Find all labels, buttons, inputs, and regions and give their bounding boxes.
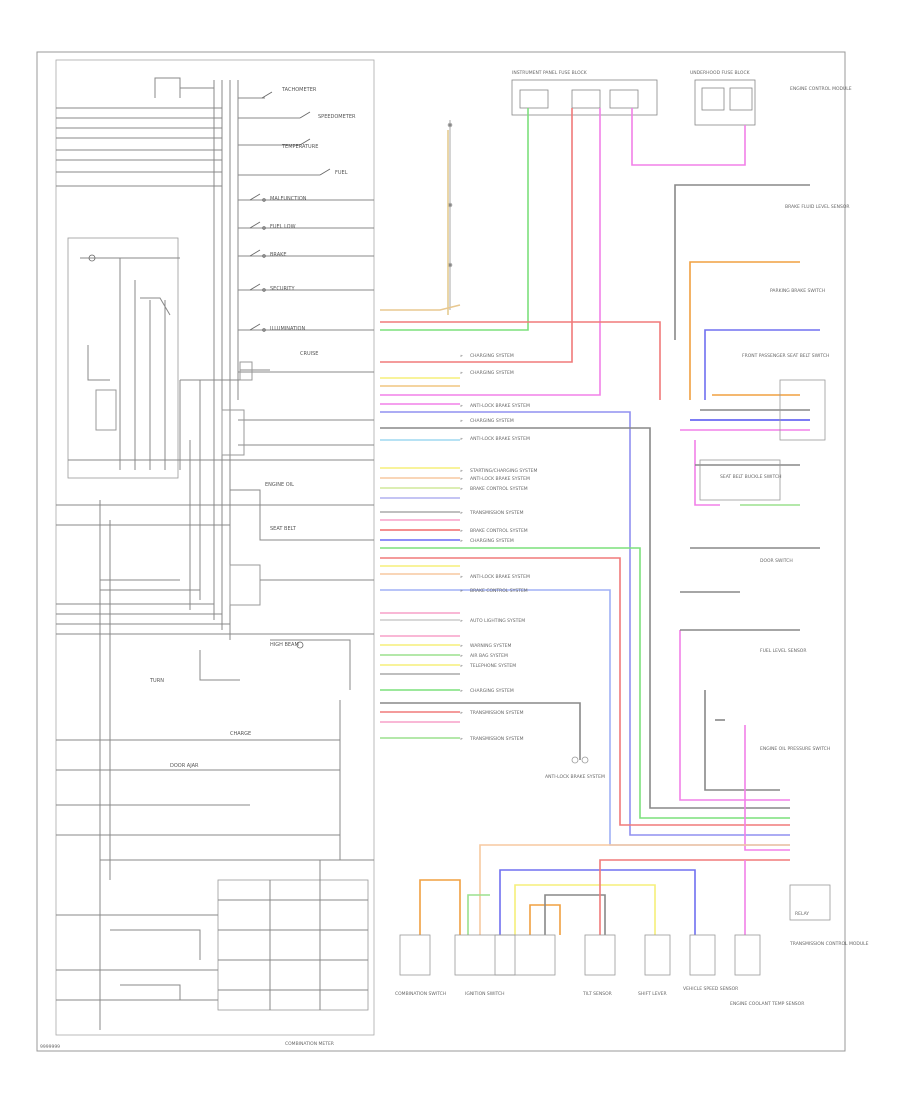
system-label: WARNING SYSTEM bbox=[470, 643, 511, 649]
system-arrow-icon: » bbox=[460, 404, 463, 409]
gauge-label-tachometer: TACHOMETER bbox=[281, 87, 317, 93]
indicator-label-brake: BRAKE bbox=[270, 252, 287, 258]
indicator-label-security: SECURITY bbox=[270, 286, 295, 292]
system-label: CHARGING SYSTEM bbox=[470, 418, 514, 424]
footer-center: COMBINATION METER bbox=[285, 1041, 334, 1047]
system-arrow-icon: » bbox=[460, 619, 463, 624]
label-ignition-switch: IGNITION SWITCH bbox=[465, 991, 505, 997]
system-label: TRANSMISSION SYSTEM bbox=[469, 736, 524, 742]
top-labels: INSTRUMENT PANEL FUSE BLOCK UNDERHOOD FU… bbox=[512, 70, 852, 92]
system-arrow-icon: » bbox=[460, 664, 463, 669]
label-door-switch: DOOR SWITCH bbox=[760, 558, 793, 564]
system-arrow-icon: » bbox=[460, 737, 463, 742]
system-arrow-icon: » bbox=[460, 644, 463, 649]
system-label: ANTI-LOCK BRAKE SYSTEM bbox=[470, 574, 530, 580]
meter-labels: TACHOMETER SPEEDOMETER TEMPERATURE FUEL … bbox=[40, 87, 356, 1050]
system-label: CHARGING SYSTEM bbox=[470, 353, 514, 359]
indicator-label-fuel-low: FUEL LOW bbox=[270, 224, 296, 230]
gauge-label-temperature: TEMPERATURE bbox=[281, 144, 318, 150]
indicator-label-high-beam: HIGH BEAM bbox=[270, 642, 299, 648]
colored-wires bbox=[380, 108, 820, 935]
system-arrow-icon: » bbox=[460, 575, 463, 580]
indicator-label-door-ajar: DOOR AJAR bbox=[170, 763, 199, 769]
label-transmission-control-module: TRANSMISSION CONTROL MODULE bbox=[789, 941, 869, 947]
system-arrow-icon: » bbox=[460, 689, 463, 694]
label-combination-switch: COMBINATION SWITCH bbox=[395, 991, 446, 997]
system-arrow-icon: » bbox=[460, 589, 463, 594]
label-warning: ANTI-LOCK BRAKE SYSTEM bbox=[545, 774, 605, 780]
system-arrow-icon: » bbox=[460, 437, 463, 442]
label-engine-control-module: ENGINE CONTROL MODULE bbox=[790, 86, 852, 92]
label-front-passenger-seat-belt-switch: FRONT PASSENGER SEAT BELT SWITCH bbox=[742, 353, 829, 359]
label-instrument-panel-fuse-block: INSTRUMENT PANEL FUSE BLOCK bbox=[512, 70, 588, 76]
indicator-label-illumination: ILLUMINATION bbox=[270, 326, 305, 332]
outer-border bbox=[36, 51, 846, 1052]
system-label: BRAKE CONTROL SYSTEM bbox=[470, 588, 528, 594]
indicator-label-seat-belt: SEAT BELT bbox=[270, 526, 297, 532]
system-label: TRANSMISSION SYSTEM bbox=[469, 710, 524, 716]
indicator-label-turn: TURN bbox=[149, 678, 164, 684]
system-label: AUTO LIGHTING SYSTEM bbox=[470, 618, 525, 624]
system-label: BRAKE CONTROL SYSTEM bbox=[470, 528, 528, 534]
label-tilt-sensor: TILT SENSOR bbox=[582, 991, 612, 997]
system-arrow-icon: » bbox=[460, 419, 463, 424]
system-label: TELEPHONE SYSTEM bbox=[469, 663, 516, 669]
label-vehicle-speed-sensor: VEHICLE SPEED SENSOR bbox=[683, 986, 738, 992]
label-fuel-level-sensor: FUEL LEVEL SENSOR bbox=[760, 648, 806, 654]
label-engine-oil-pressure-switch: ENGINE OIL PRESSURE SWITCH bbox=[760, 746, 830, 752]
label-shift-lever: SHIFT LEVER bbox=[638, 991, 667, 997]
indicator-label-engine-oil: ENGINE OIL bbox=[265, 482, 294, 488]
system-arrow-icon: » bbox=[460, 487, 463, 492]
system-label: ANTI-LOCK BRAKE SYSTEM bbox=[470, 436, 530, 442]
system-label: ANTI-LOCK BRAKE SYSTEM bbox=[470, 476, 530, 482]
ignition-chain bbox=[447, 120, 453, 310]
meter-internal-wiring bbox=[56, 77, 374, 1030]
system-arrow-icon: » bbox=[460, 511, 463, 516]
label-brake-fluid-level-sensor: BRAKE FLUID LEVEL SENSOR bbox=[785, 204, 850, 210]
label-seat-belt-buckle-switch: SEAT BELT BUCKLE SWITCH bbox=[720, 474, 782, 480]
system-arrow-icon: » bbox=[460, 539, 463, 544]
top-fuse-blocks bbox=[511, 79, 756, 126]
label-engine-coolant-temp-sensor: ENGINE COOLANT TEMP SENSOR bbox=[730, 1001, 804, 1007]
system-arrow-icon: » bbox=[460, 654, 463, 659]
indicator-label-malfunction: MALFUNCTION bbox=[270, 196, 307, 202]
system-arrow-icon: » bbox=[460, 354, 463, 359]
system-label: TRANSMISSION SYSTEM bbox=[469, 510, 524, 516]
system-labels: » CHARGING SYSTEM » CHARGING SYSTEM » ANTI-LO… bbox=[460, 353, 537, 742]
gauge-label-fuel: FUEL bbox=[335, 170, 348, 176]
label-relay: RELAY bbox=[795, 911, 809, 917]
system-arrow-icon: » bbox=[460, 469, 463, 474]
indicator-label-charge: CHARGE bbox=[230, 731, 251, 737]
system-arrow-icon: » bbox=[460, 477, 463, 482]
indicator-label-cruise: CRUISE bbox=[300, 351, 318, 357]
system-label: STARTING/CHARGING SYSTEM bbox=[470, 468, 537, 474]
system-label: CHARGING SYSTEM bbox=[470, 370, 514, 376]
footer-left: 9999999 bbox=[40, 1044, 60, 1050]
system-label: ANTI-LOCK BRAKE SYSTEM bbox=[470, 403, 530, 409]
system-arrow-icon: » bbox=[460, 711, 463, 716]
combination-meter-box bbox=[55, 59, 375, 1036]
right-labels: BRAKE FLUID LEVEL SENSOR PARKING BRAKE S… bbox=[545, 204, 869, 947]
system-arrow-icon: » bbox=[460, 529, 463, 534]
switch-symbols bbox=[88, 91, 331, 649]
right-component-boxes bbox=[399, 379, 831, 976]
system-label: CHARGING SYSTEM bbox=[470, 688, 514, 694]
system-label: AIR BAG SYSTEM bbox=[470, 653, 508, 659]
gauge-label-speedometer: SPEEDOMETER bbox=[318, 114, 356, 120]
label-underhood-fuse-block: UNDERHOOD FUSE BLOCK bbox=[690, 70, 751, 76]
system-label: CHARGING SYSTEM bbox=[470, 538, 514, 544]
system-label: BRAKE CONTROL SYSTEM bbox=[470, 486, 528, 492]
label-parking-brake-switch: PARKING BRAKE SWITCH bbox=[770, 288, 825, 294]
bottom-labels: COMBINATION SWITCH IGNITION SWITCH TILT … bbox=[395, 911, 809, 1007]
system-arrow-icon: » bbox=[460, 371, 463, 376]
